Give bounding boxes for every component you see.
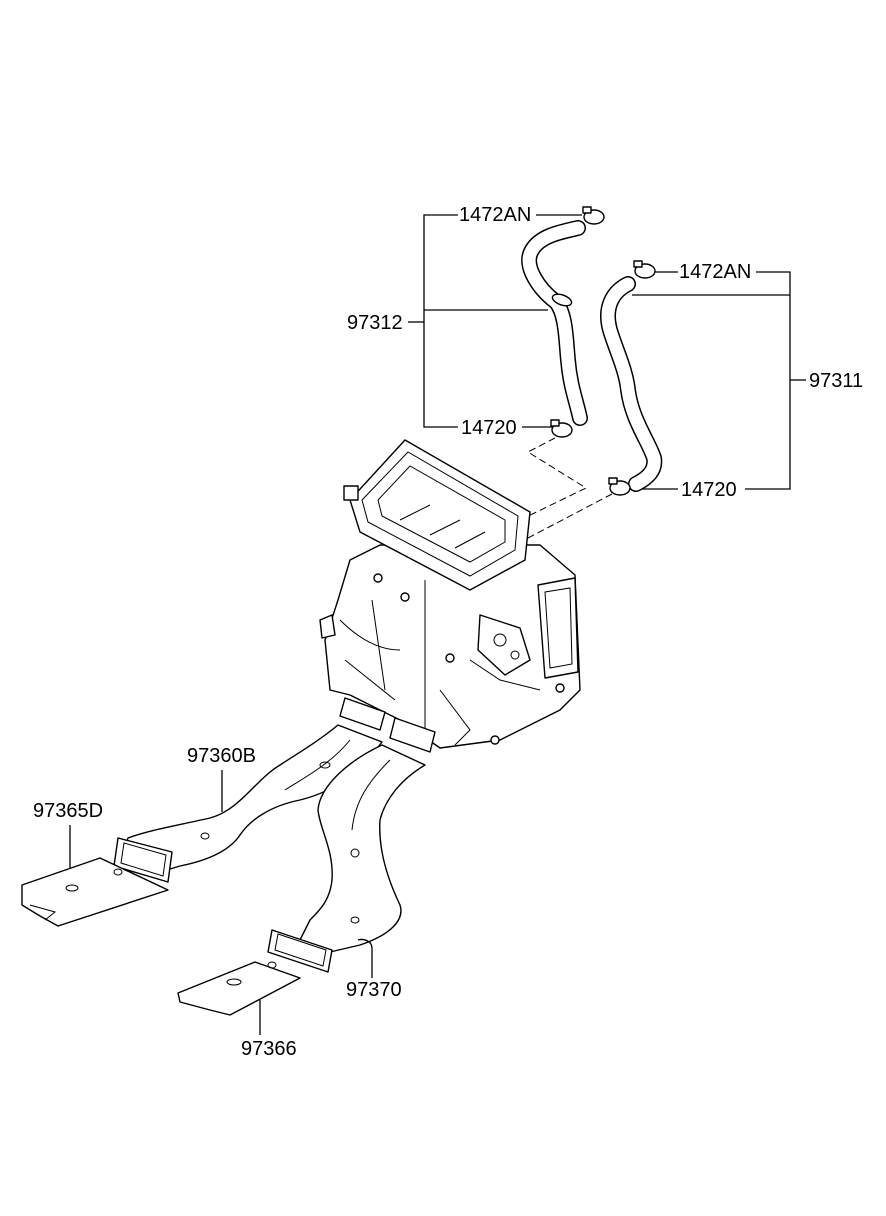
floor-cover-left <box>21 857 169 927</box>
label-clamp-14720-left: 14720 <box>460 417 518 439</box>
rear-duct-left <box>113 724 383 883</box>
clamp-14720-left <box>550 419 573 438</box>
bracket-97312 <box>408 214 582 428</box>
floor-cover-right <box>177 961 301 1016</box>
label-cover-97366: 97366 <box>240 1038 298 1060</box>
heater-hose-right <box>600 276 663 492</box>
label-clamp-1472an-right: 1472AN <box>678 261 753 283</box>
alignment-lines <box>519 437 613 539</box>
clamp-1472an-left <box>582 206 605 225</box>
heater-hose-left <box>521 220 588 426</box>
label-clamp-1472an-left: 1472AN <box>458 204 533 226</box>
clamp-14720-right <box>608 477 631 496</box>
label-clamp-14720-right: 14720 <box>680 479 738 501</box>
heater-unit-assembly <box>319 439 581 753</box>
rear-duct-right <box>267 744 426 973</box>
clamp-1472an-right <box>633 260 656 279</box>
label-duct-97360b: 97360B <box>186 745 257 767</box>
leader-lines-lower <box>69 770 373 1035</box>
label-duct-97370: 97370 <box>345 979 403 1001</box>
label-hose-97311: 97311 <box>808 370 865 392</box>
label-hose-97312: 97312 <box>346 312 404 334</box>
label-cover-97365d: 97365D <box>32 800 105 822</box>
